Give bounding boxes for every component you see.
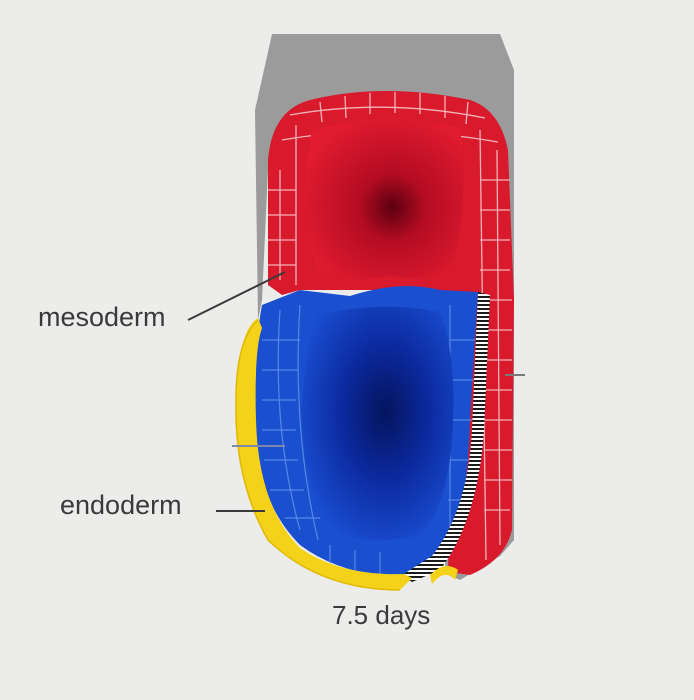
mesoderm-leader-line [187,271,286,321]
mesoderm-label: mesoderm [38,302,166,332]
endoderm-layer [235,318,412,590]
age-label: 7.5 days [332,600,431,630]
endoderm-label: endoderm [60,490,182,520]
endoderm-edge [235,319,401,591]
endoderm-notch [430,566,458,584]
red-cavity [305,119,464,279]
striped-layer [402,292,490,582]
blue-cavity [301,306,454,541]
